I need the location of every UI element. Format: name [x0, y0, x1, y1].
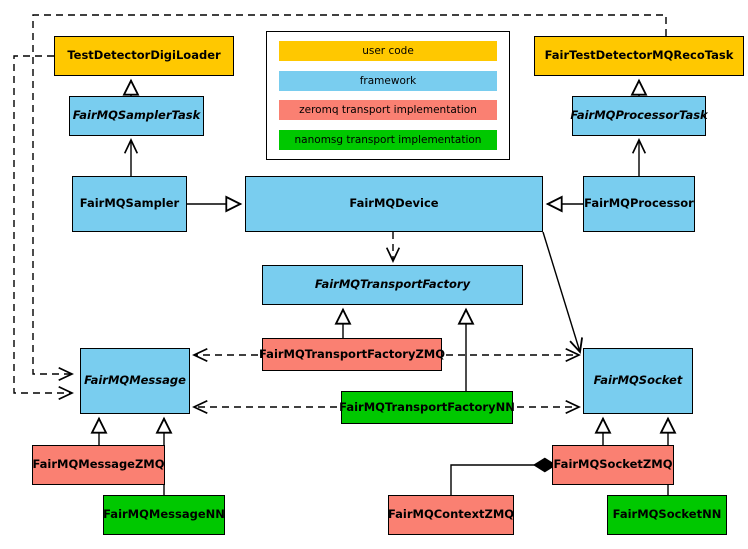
class-node-fairmqsocket[interactable]: FairMQSocket: [583, 348, 693, 414]
edge-socketzmq-contextzmq: [450, 457, 557, 495]
class-node-fairmqtransportfactoryzmq[interactable]: FairMQTransportFactoryZMQ: [259, 338, 445, 371]
legend-label-nanomsg: nanomsg transport implementation: [294, 133, 482, 146]
class-node-fairmqsamplertask[interactable]: FairMQSamplerTask: [69, 96, 204, 136]
class-node-fairmqprocessor[interactable]: FairMQProcessor: [583, 176, 695, 232]
edge-device-socket: [542, 231, 584, 355]
class-node-fairmqmessagezmq[interactable]: FairMQMessageZMQ: [32, 445, 165, 485]
legend-panel: user code framework zeromq transport imp…: [266, 31, 510, 160]
class-node-fairmqmessagenn[interactable]: FairMQMessageNN: [103, 495, 225, 535]
legend-item-user-code: user code: [279, 41, 497, 62]
class-node-fairmqcontextzmq[interactable]: FairMQContextZMQ: [388, 495, 514, 535]
legend-item-nanomsg: nanomsg transport implementation: [279, 129, 497, 150]
class-node-fairmqtransportfactory[interactable]: FairMQTransportFactory: [262, 265, 523, 305]
class-node-fairmqdevice[interactable]: FairMQDevice: [245, 176, 543, 232]
class-node-fairmqmessage[interactable]: FairMQMessage: [80, 348, 190, 414]
class-node-fairmqprocessortask[interactable]: FairMQProcessorTask: [570, 96, 708, 136]
class-node-testdetectordigiloader[interactable]: TestDetectorDigiLoader: [54, 36, 234, 76]
class-node-fairmqtransportfactorynn[interactable]: FairMQTransportFactoryNN: [339, 391, 515, 424]
class-node-fairtestdetectormqrecotask[interactable]: FairTestDetectorMQRecoTask: [534, 36, 744, 76]
legend-label-framework: framework: [359, 74, 417, 87]
legend-label-user-code: user code: [362, 45, 414, 58]
class-node-fairmqsocketnn[interactable]: FairMQSocketNN: [607, 495, 727, 535]
legend-item-zeromq: zeromq transport implementation: [279, 100, 497, 121]
edge-digiloader-to-message: [13, 55, 74, 401]
class-node-fairmqsocketzmq[interactable]: FairMQSocketZMQ: [552, 445, 674, 485]
class-node-fairmqsampler[interactable]: FairMQSampler: [72, 176, 187, 232]
legend-item-framework: framework: [279, 70, 497, 91]
legend-label-zeromq: zeromq transport implementation: [299, 104, 477, 117]
